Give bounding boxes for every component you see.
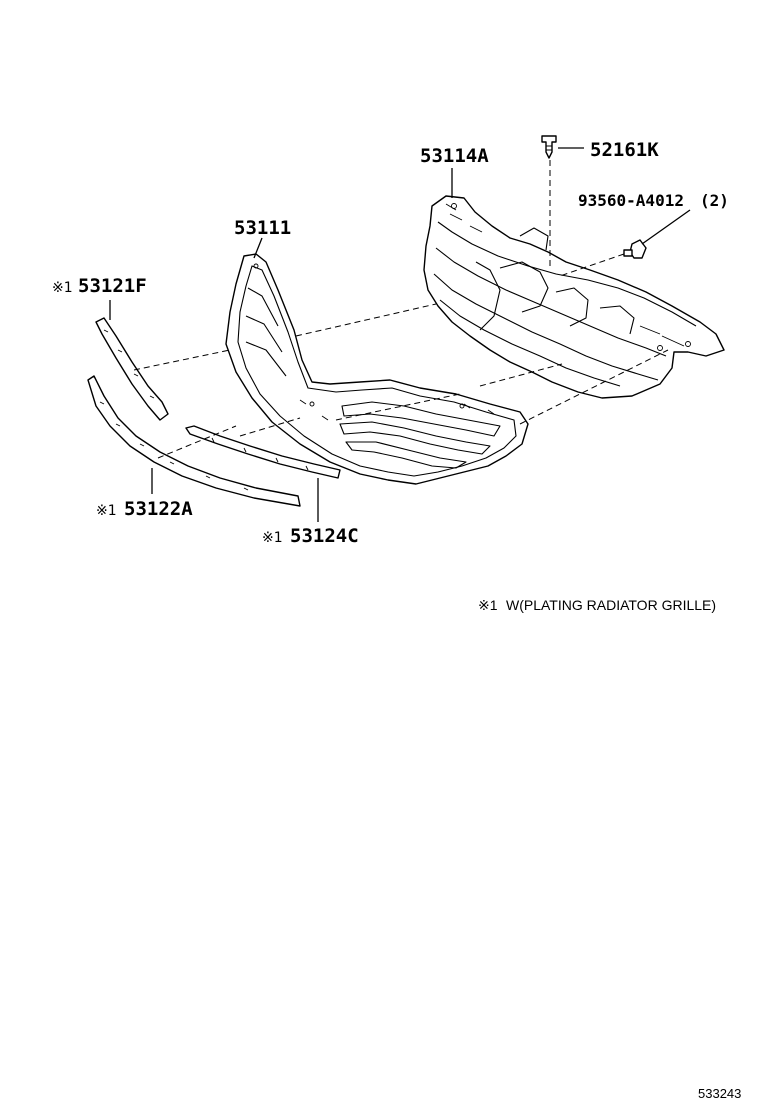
grille-53111-drawing bbox=[225, 253, 529, 485]
alignment-lines bbox=[133, 303, 669, 459]
label-93560: 93560-A4012 bbox=[578, 191, 684, 210]
molding-53124c-drawing bbox=[185, 425, 341, 479]
label-53121f: 53121F bbox=[78, 275, 147, 297]
label-53114a: 53114A bbox=[420, 145, 489, 167]
grille-bracket-53114a-drawing bbox=[423, 195, 725, 399]
label-93560-qty: (2) bbox=[700, 191, 729, 210]
molding-53122a-drawing bbox=[87, 375, 301, 507]
clip-52161k-drawing bbox=[541, 135, 557, 270]
label-53122a-mark: ※1 bbox=[96, 503, 117, 519]
figure-id: 533243 bbox=[698, 1086, 741, 1101]
leader-lines bbox=[109, 147, 691, 522]
label-53111: 53111 bbox=[234, 217, 291, 239]
label-52161k: 52161K bbox=[590, 139, 659, 161]
label-53124c-mark: ※1 bbox=[262, 530, 283, 546]
molding-53121f-drawing bbox=[95, 317, 169, 421]
footnote-mark: ※1 bbox=[478, 597, 498, 613]
label-53124c: 53124C bbox=[290, 525, 359, 547]
label-53121f-mark: ※1 bbox=[52, 280, 73, 296]
screw-93560-drawing bbox=[559, 239, 647, 277]
footnote-text: W(PLATING RADIATOR GRILLE) bbox=[506, 597, 716, 613]
label-53122a: 53122A bbox=[124, 498, 193, 520]
